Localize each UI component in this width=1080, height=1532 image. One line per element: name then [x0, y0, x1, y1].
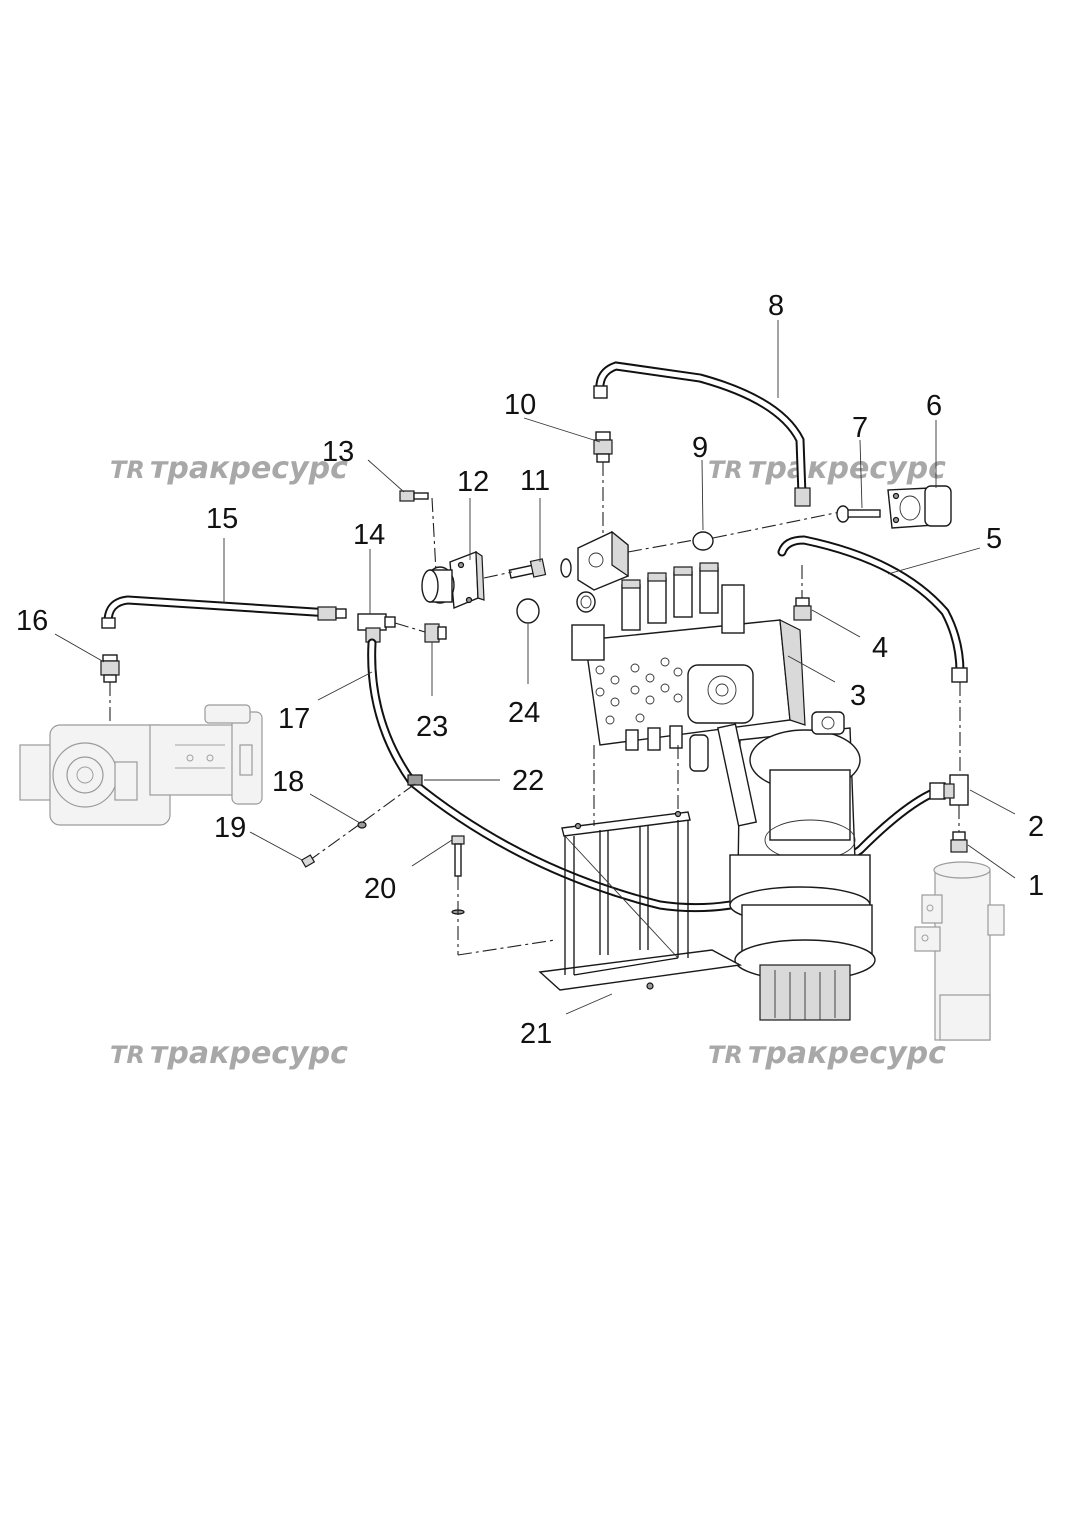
swing-motor: [716, 711, 876, 1021]
assembly-line: [394, 622, 426, 633]
callout-4: 4: [872, 632, 888, 664]
watermark-logo: TR: [708, 456, 743, 484]
fitting-11: [508, 558, 572, 579]
assembly-line: [457, 939, 556, 956]
watermark-text: тракресурс: [150, 451, 348, 486]
watermark-logo: TR: [110, 456, 145, 484]
watermark-logo: TR: [110, 1041, 145, 1069]
callout-14: 14: [353, 519, 385, 551]
callout-5: 5: [986, 523, 1002, 555]
fitting-16: [100, 654, 120, 683]
flange-6: [887, 485, 952, 529]
clamp-22: [407, 774, 423, 786]
tee-fitting-14: [357, 613, 396, 643]
watermark-logo: TR: [708, 1041, 743, 1069]
callout-6: 6: [926, 390, 942, 422]
mounting-frame-21: [538, 810, 743, 991]
hose-8: [593, 361, 811, 507]
fitting-10: [593, 431, 613, 463]
callout-22: 22: [512, 765, 544, 797]
fitting-4: [793, 597, 812, 621]
hose-17: [367, 638, 946, 913]
watermark-bottom-left: TR тракресурс: [110, 1036, 348, 1071]
leader-lines: [54, 320, 1016, 1015]
washer-18: [357, 821, 367, 829]
callout-2: 2: [1028, 811, 1044, 843]
port-block: [577, 530, 629, 591]
assembly-line: [627, 537, 706, 553]
hydraulic-pump: [19, 704, 263, 826]
control-valve: [571, 562, 806, 772]
bolt-19: [300, 854, 316, 868]
callout-labels: 1 2 3 4 5 6 7 8 9 10 11 12 13 14 15 16 1…: [16, 290, 1044, 1050]
callout-15: 15: [206, 503, 238, 535]
callout-10: 10: [504, 389, 536, 421]
hose-15: [101, 595, 347, 629]
callout-18: 18: [272, 766, 304, 798]
o-ring-9: [692, 531, 714, 551]
flange-12: [421, 550, 485, 610]
callout-12: 12: [457, 466, 489, 498]
assembly-line: [431, 497, 437, 573]
watermark-top-left: TR тракресурс: [110, 451, 348, 486]
callout-8: 8: [768, 290, 784, 322]
callout-19: 19: [214, 812, 246, 844]
tee-fitting-2: [943, 774, 969, 806]
watermark-bottom-right: TR тракресурс: [708, 1036, 946, 1071]
callout-20: 20: [364, 873, 396, 905]
callout-7: 7: [852, 412, 868, 444]
fitting-1: [950, 831, 968, 853]
plug-24: [516, 591, 596, 624]
callout-9: 9: [692, 432, 708, 464]
bolt-7: [836, 505, 881, 523]
assembly-line: [712, 511, 841, 539]
assembly-line: [483, 571, 513, 579]
watermark-text: тракресурс: [748, 451, 946, 486]
callout-21: 21: [520, 1018, 552, 1050]
callout-17: 17: [278, 703, 310, 735]
watermark-top-right: TR тракресурс: [708, 451, 946, 486]
watermark-text: тракресурс: [748, 1036, 946, 1071]
watermark-text: тракресурс: [150, 1036, 348, 1071]
hose-5: [777, 535, 968, 683]
assembly-line: [309, 823, 361, 861]
valve-ports: [595, 657, 683, 725]
callout-23: 23: [416, 711, 448, 743]
swivel-joint: [914, 861, 1005, 1041]
assembly-line: [359, 783, 416, 825]
fitting-23: [424, 623, 447, 643]
callout-16: 16: [16, 605, 48, 637]
callout-11: 11: [520, 465, 550, 497]
callout-13: 13: [322, 436, 354, 468]
callout-3: 3: [850, 680, 866, 712]
callout-1: 1: [1028, 870, 1044, 902]
callout-24: 24: [508, 697, 540, 729]
bolt-13: [399, 490, 429, 502]
